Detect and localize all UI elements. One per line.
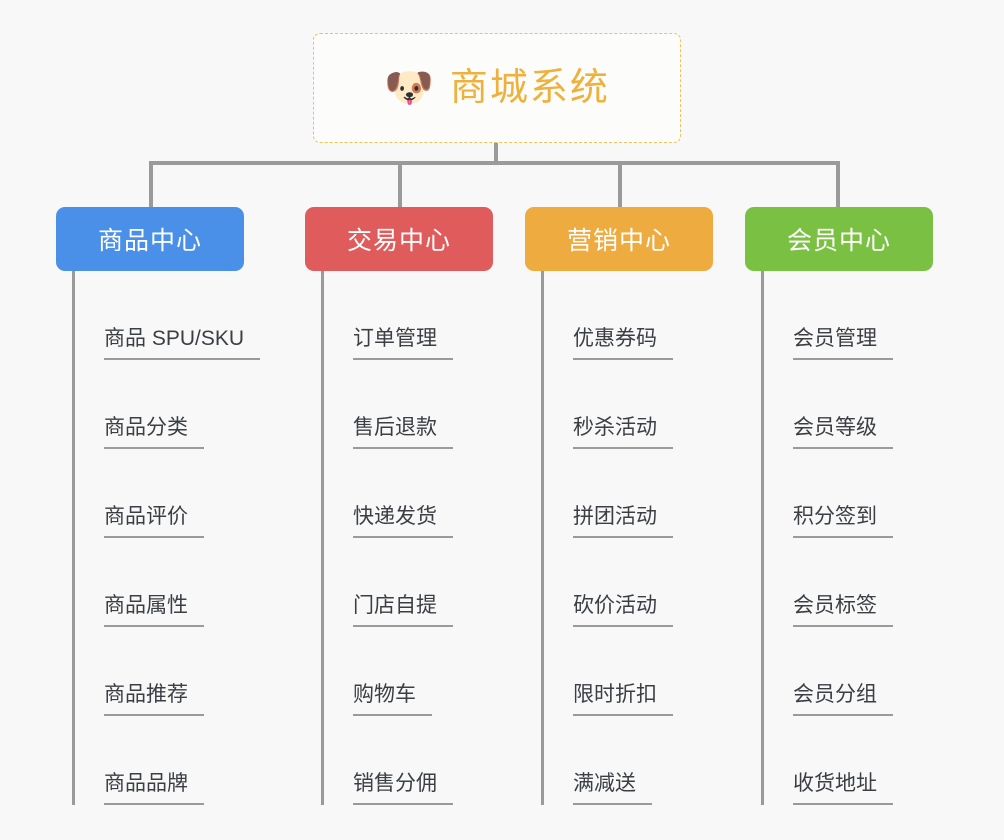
leaf-item[interactable]: 商品推荐 [72,627,246,716]
leaf-item[interactable]: 商品属性 [72,538,246,627]
leaf-list-marketing-center: 优惠券码 秒杀活动 拼团活动 砍价活动 限时折扣 满减送 [541,271,715,805]
leaf-label: 积分签到 [793,506,893,538]
branch-column-marketing-center: 营销中心 优惠券码 秒杀活动 拼团活动 砍价活动 限时折扣 满减送 [525,207,715,805]
branch-header-label: 商品中心 [97,227,202,255]
leaf-label: 快递发货 [353,506,453,538]
connector-branch-3 [618,161,622,207]
connector-horizontal-bus [150,161,840,165]
leaf-label: 购物车 [353,684,432,716]
branch-column-trade-center: 交易中心 订单管理 售后退款 快递发货 门店自提 购物车 销售分佣 [305,207,495,805]
leaf-item[interactable]: 销售分佣 [321,716,495,805]
leaf-label: 销售分佣 [353,773,453,805]
branch-header-product-center[interactable]: 商品中心 [56,207,244,271]
leaf-item[interactable]: 秒杀活动 [541,360,715,449]
leaf-item[interactable]: 售后退款 [321,360,495,449]
leaf-label: 拼团活动 [573,506,673,538]
leaf-item[interactable]: 会员分组 [761,627,935,716]
leaf-item[interactable]: 满减送 [541,716,715,805]
leaf-label: 门店自提 [353,595,453,627]
leaf-label: 订单管理 [353,328,453,360]
leaf-label: 优惠券码 [573,328,673,360]
leaf-item[interactable]: 优惠券码 [541,271,715,360]
leaf-label: 商品分类 [104,417,204,449]
leaf-label: 会员标签 [793,595,893,627]
leaf-item[interactable]: 会员标签 [761,538,935,627]
branch-header-member-center[interactable]: 会员中心 [745,207,933,271]
connector-spine [321,271,324,805]
branch-column-product-center: 商品中心 商品 SPU/SKU 商品分类 商品评价 商品属性 商品推荐 商品品牌 [56,207,261,805]
leaf-item[interactable]: 购物车 [321,627,495,716]
leaf-label: 售后退款 [353,417,453,449]
connector-spine [541,271,544,805]
branch-header-label: 交易中心 [346,227,451,255]
connector-branch-1 [149,161,153,207]
branch-column-member-center: 会员中心 会员管理 会员等级 积分签到 会员标签 会员分组 收货地址 [745,207,935,805]
leaf-label: 会员管理 [793,328,893,360]
leaf-label: 商品品牌 [104,773,204,805]
leaf-label: 会员分组 [793,684,893,716]
leaf-label: 商品属性 [104,595,204,627]
connector-branch-2 [398,161,402,207]
leaf-list-member-center: 会员管理 会员等级 积分签到 会员标签 会员分组 收货地址 [761,271,935,805]
leaf-item[interactable]: 会员管理 [761,271,935,360]
leaf-list-product-center: 商品 SPU/SKU 商品分类 商品评价 商品属性 商品推荐 商品品牌 [72,271,261,805]
branch-header-marketing-center[interactable]: 营销中心 [525,207,713,271]
leaf-label: 满减送 [573,773,652,805]
root-node-mall-system[interactable]: 🐶 商城系统 [313,33,681,143]
leaf-label: 砍价活动 [573,595,673,627]
leaf-item[interactable]: 拼团活动 [541,449,715,538]
connector-root-vertical [494,143,498,163]
connector-spine [72,271,75,805]
branch-header-trade-center[interactable]: 交易中心 [305,207,493,271]
dog-face-icon: 🐶 [384,65,434,111]
leaf-label: 秒杀活动 [573,417,673,449]
leaf-item[interactable]: 商品分类 [72,360,246,449]
leaf-item[interactable]: 商品 SPU/SKU [72,271,261,360]
leaf-label: 商品 SPU/SKU [104,328,261,360]
leaf-list-trade-center: 订单管理 售后退款 快递发货 门店自提 购物车 销售分佣 [321,271,495,805]
leaf-item[interactable]: 快递发货 [321,449,495,538]
branch-header-label: 营销中心 [566,227,671,255]
leaf-label: 收货地址 [793,773,893,805]
connector-branch-4 [836,161,840,207]
leaf-label: 商品评价 [104,506,204,538]
leaf-item[interactable]: 订单管理 [321,271,495,360]
connector-spine [761,271,764,805]
leaf-item[interactable]: 商品品牌 [72,716,246,805]
leaf-item[interactable]: 会员等级 [761,360,935,449]
leaf-label: 限时折扣 [573,684,673,716]
leaf-label: 商品推荐 [104,684,204,716]
leaf-label: 会员等级 [793,417,893,449]
branch-header-label: 会员中心 [786,227,891,255]
leaf-item[interactable]: 商品评价 [72,449,246,538]
leaf-item[interactable]: 门店自提 [321,538,495,627]
leaf-item[interactable]: 收货地址 [761,716,935,805]
leaf-item[interactable]: 限时折扣 [541,627,715,716]
root-title: 商城系统 [449,67,610,109]
leaf-item[interactable]: 积分签到 [761,449,935,538]
leaf-item[interactable]: 砍价活动 [541,538,715,627]
